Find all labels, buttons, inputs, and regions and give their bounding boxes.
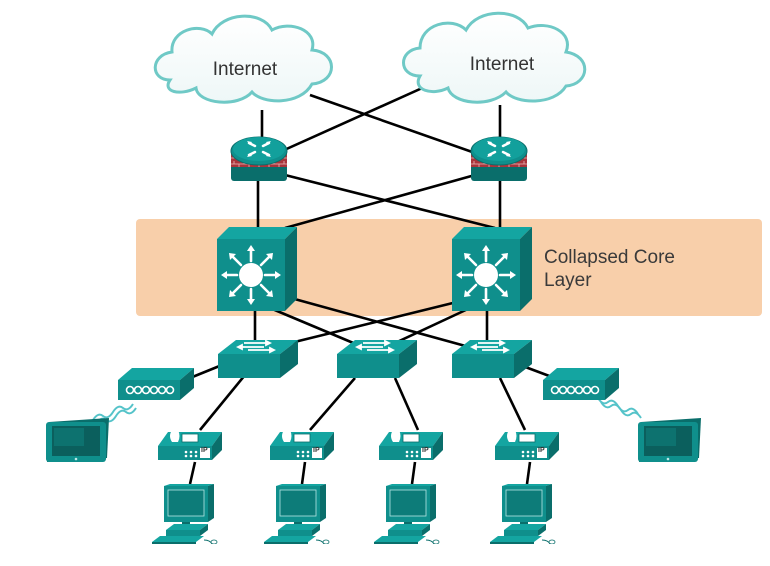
phone-badge: IP (313, 447, 320, 454)
link-router2-core1 (284, 173, 476, 230)
link-cloud1-router2 (309, 93, 496, 162)
router-firewall-icon (229, 135, 289, 183)
link-phone2-pc2 (300, 461, 307, 485)
layer-label-line1: Collapsed Core (544, 247, 675, 268)
access-point-icon (543, 367, 619, 401)
cloud-icon: Internet (402, 11, 587, 104)
pc-icon (264, 484, 330, 544)
tablet-icon (46, 418, 109, 462)
pc-icon (152, 484, 218, 544)
cloud-label: Internet (213, 59, 278, 80)
tablet-icon (638, 418, 701, 462)
link-sw2-phone3 (393, 377, 420, 431)
phone-badge: IP (201, 447, 208, 454)
workgroup-switch-icon (452, 340, 532, 379)
link-phone1-pc1 (188, 461, 197, 485)
link-phone3-pc3 (410, 461, 417, 485)
cloud-icon: Internet (153, 14, 333, 104)
link-sw3-phone4 (498, 377, 527, 431)
multilayer-switch-icon (217, 227, 297, 311)
workgroup-switch-icon (337, 340, 417, 379)
link-phone4-pc4 (525, 461, 532, 485)
pc-icon (374, 484, 440, 544)
link-core1-sw3 (279, 293, 481, 352)
pc-icon (490, 484, 556, 544)
wireless-signal-icon (92, 397, 642, 425)
link-cloud2-router1 (261, 78, 441, 162)
access-point-icon (118, 367, 194, 401)
ip-phone-icon (495, 429, 559, 461)
cloud-label: Internet (470, 54, 535, 75)
layer-label-line2: Layer (544, 270, 592, 291)
phone-badge: IP (422, 447, 429, 454)
multilayer-switch-icon (452, 227, 532, 311)
link-router1-core2 (284, 173, 496, 230)
router-firewall-icon (469, 135, 529, 183)
workgroup-switch-icon (218, 340, 298, 379)
phone-badge: IP (538, 447, 545, 454)
link-sw1-phone1 (198, 374, 247, 431)
ip-phone-icon (270, 429, 334, 461)
ip-phone-icon (158, 429, 222, 461)
ip-phone-icon (379, 429, 443, 461)
link-sw2-phone2 (309, 377, 356, 431)
